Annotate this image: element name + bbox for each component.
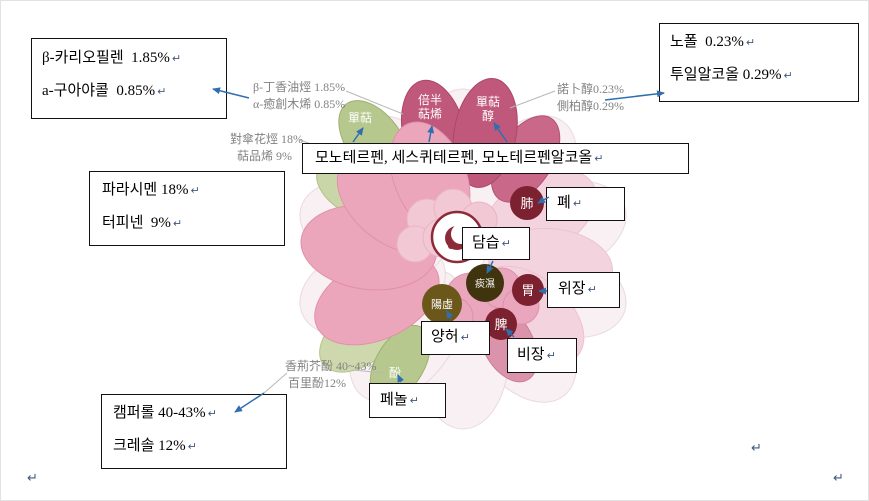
organ-circle-stomach xyxy=(512,274,544,306)
paragraph-mark: ↵ xyxy=(501,237,511,250)
callout-text: 투일알코올 0.29% xyxy=(670,67,782,83)
paragraph-mark: ↵ xyxy=(27,471,38,486)
petal-label-sesquiterpene: 萜烯 xyxy=(418,107,442,121)
cn-label-thujanol: 側柏醇0.29% xyxy=(557,99,624,113)
paragraph-mark: ↵ xyxy=(171,52,182,65)
callout-yang-deficiency[interactable]: 양허↵ xyxy=(421,321,490,355)
arrow-to-spleen-circle xyxy=(505,328,515,338)
arrow-to-monoterpene-petal xyxy=(352,127,364,143)
paragraph-mark: ↵ xyxy=(751,441,762,456)
cn-label-p-cymene: 對傘花烴 18% xyxy=(230,132,303,146)
callout-text: 담습 xyxy=(472,235,500,251)
cn-label-carvacrol: 香荊芥酚 40~43% xyxy=(285,359,377,373)
paragraph-mark: ↵ xyxy=(172,217,183,230)
paragraph-mark: ↵ xyxy=(157,85,167,98)
petal-label-phenol: 酚 xyxy=(389,366,401,380)
paragraph-mark: ↵ xyxy=(409,394,419,407)
arrow-to-sesquiterpene-petal xyxy=(427,125,435,143)
callout-text: 양허 xyxy=(431,329,459,345)
pattern-circle-phlegm-damp xyxy=(466,264,504,302)
callout-text: 파라시멘 18% xyxy=(102,182,189,198)
callout-stomach[interactable]: 위장↵ xyxy=(547,272,620,308)
callout-text: 모노테르펜, 세스퀴테르펜, 모노테르펜알코올 xyxy=(315,150,593,166)
pattern-label-yang-deficiency: 陽虛 xyxy=(431,298,453,311)
callout-spleen[interactable]: 비장↵ xyxy=(507,338,577,373)
cn-label-thymol: 百里酚12% xyxy=(288,376,346,390)
organ-label-stomach: 胃 xyxy=(521,283,534,298)
callout-text: 크레솔 12% xyxy=(113,438,186,454)
paragraph-mark: ↵ xyxy=(187,440,197,453)
pattern-circle-yang-deficiency xyxy=(422,284,462,324)
callout-text: 비장 xyxy=(517,347,545,363)
callout-lung[interactable]: 폐↵ xyxy=(546,187,625,221)
paragraph-mark: ↵ xyxy=(207,407,217,420)
paragraph-mark: ↵ xyxy=(745,36,756,49)
callout-text: 캠퍼롤 40-43% xyxy=(113,405,206,421)
paragraph-mark: ↵ xyxy=(587,283,597,296)
paragraph-mark: ↵ xyxy=(783,69,793,82)
paragraph-mark: ↵ xyxy=(190,184,200,197)
organ-label-lung: 肺 xyxy=(520,196,533,211)
callout-text: 페놀 xyxy=(380,392,408,408)
callout-phlegm-damp[interactable]: 담습↵ xyxy=(462,227,530,260)
cn-label-nopol: 諾卜醇0.23% xyxy=(557,82,624,96)
arrow-to-yang-circle xyxy=(446,310,454,320)
paragraph-mark: ↵ xyxy=(833,471,844,486)
arrow-to-monoterpenol-petal xyxy=(493,122,508,143)
callout-phenol[interactable]: 페놀↵ xyxy=(369,383,446,418)
callout-mid-left[interactable]: 파라시멘 18%↵ 터피넨 9%↵ xyxy=(89,171,285,246)
paragraph-mark: ↵ xyxy=(572,197,583,210)
callout-text: β-카리오필렌 1.85% xyxy=(42,50,170,66)
organ-circle-lung xyxy=(510,186,544,220)
organ-label-spleen: 脾 xyxy=(494,317,507,332)
paragraph-mark: ↵ xyxy=(594,152,604,165)
cn-label-caryophyllene: β-丁香油烴 1.85% xyxy=(253,80,346,94)
petal-label-sesquiterpene: 倍半 xyxy=(418,92,442,107)
callout-text: 폐 xyxy=(557,195,571,211)
callout-terpene-classes[interactable]: 모노테르펜, 세스퀴테르펜, 모노테르펜알코올↵ xyxy=(302,143,689,174)
callout-top-left[interactable]: β-카리오필렌 1.85%↵ a-구아야콜 0.85%↵ xyxy=(31,38,227,119)
callout-text: 노폴 0.23% xyxy=(670,34,744,50)
callout-bottom-left[interactable]: 캠퍼롤 40-43%↵ 크레솔 12%↵ xyxy=(101,394,287,469)
pattern-label-phlegm-damp: 痰濕 xyxy=(475,277,495,290)
paragraph-mark: ↵ xyxy=(546,349,556,362)
callout-top-right[interactable]: 노폴 0.23%↵ 투일알코올 0.29%↵ xyxy=(659,23,859,102)
arrow-to-phenol-petal xyxy=(397,374,404,383)
petal-label-monoterpenol: 醇 xyxy=(482,108,494,123)
petal-label-monoterpenol: 單萜 xyxy=(476,95,500,109)
cn-label-guaiene: α-癒創木烯 0.85% xyxy=(253,97,346,111)
arrow-to-phlegm-damp-circle xyxy=(486,260,494,274)
callout-text: 터피넨 9% xyxy=(102,215,171,231)
petal-label-monoterpene: 單萜 xyxy=(348,111,372,125)
callout-text: a-구아야콜 0.85% xyxy=(42,83,156,99)
paragraph-mark: ↵ xyxy=(460,331,470,344)
cn-label-terpinene: 萜品烯 9% xyxy=(237,149,292,163)
callout-text: 위장 xyxy=(558,281,586,297)
